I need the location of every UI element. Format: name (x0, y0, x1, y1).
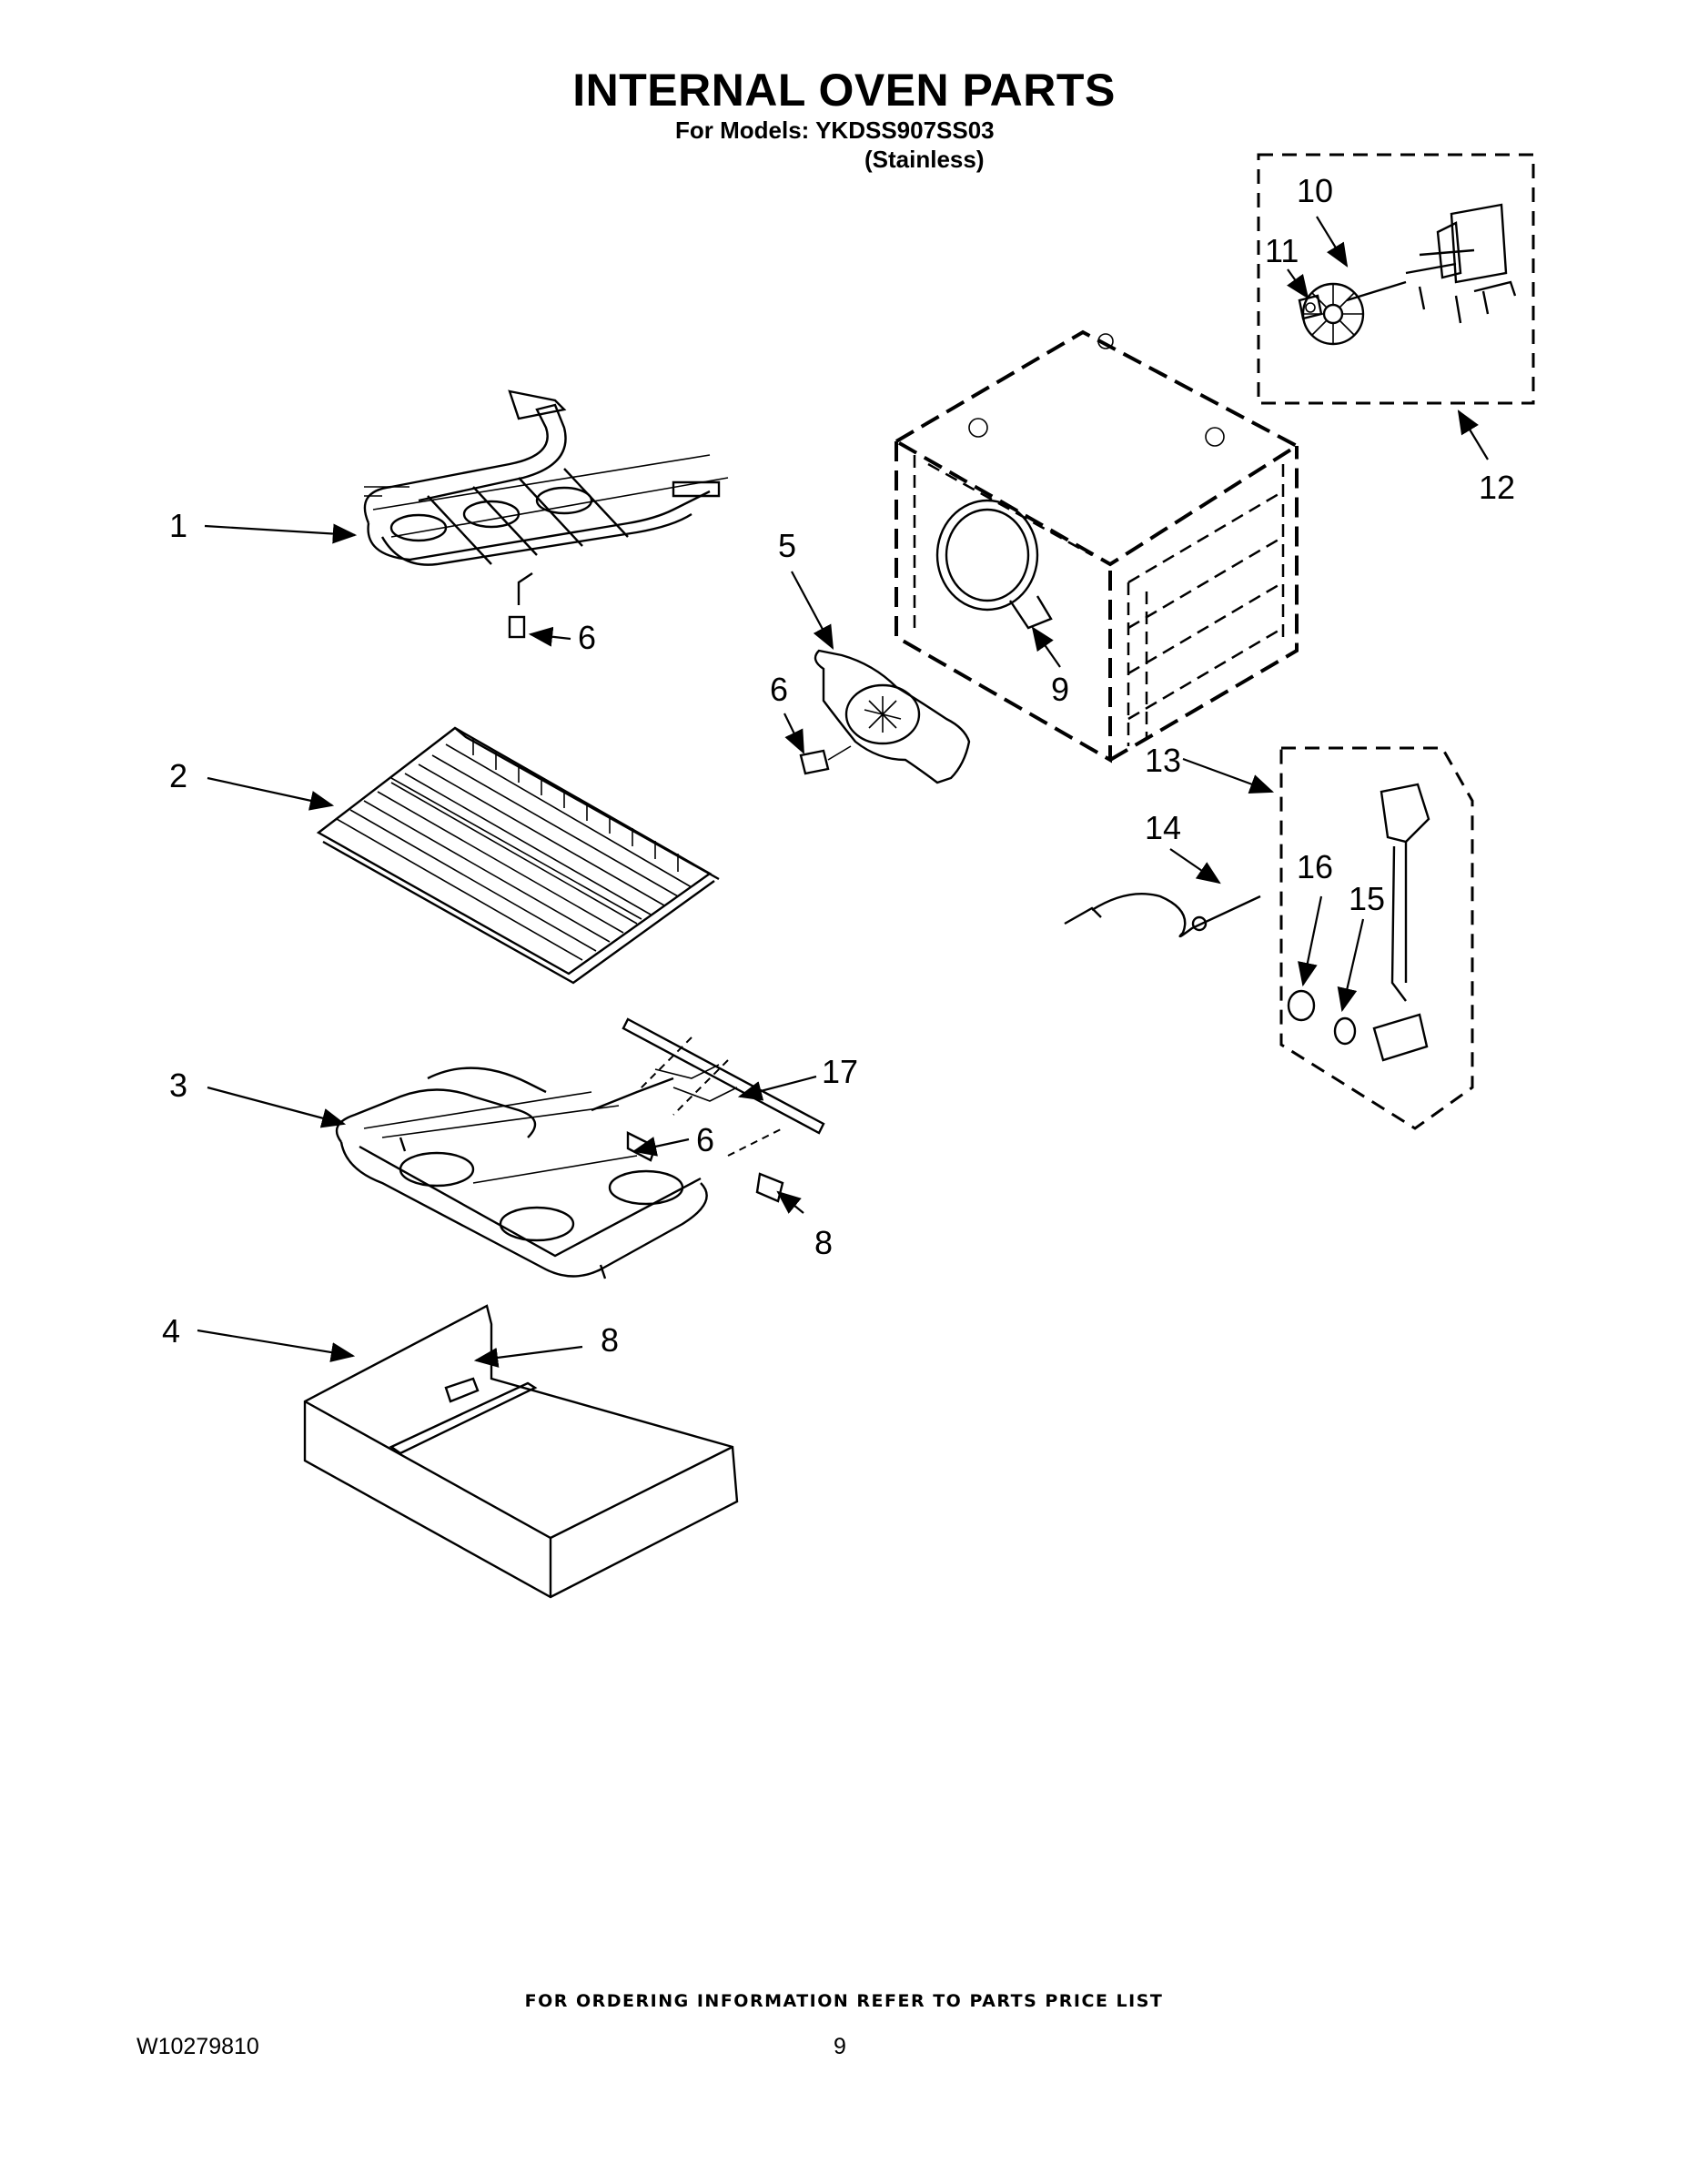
callout-11: 11 (1265, 232, 1299, 269)
callout-2: 2 (169, 757, 187, 794)
callout-4: 4 (162, 1312, 180, 1350)
broil-element-drawing (363, 389, 729, 639)
models-line: For Models: YKDSS907SS03 (675, 116, 995, 144)
leader-lines (197, 216, 1489, 1368)
callout-6-bottom: 6 (696, 1121, 714, 1158)
callout-6-mid: 6 (770, 671, 788, 708)
callout-labels: 1 6 2 3 4 5 6 9 10 11 12 13 14 16 15 17 … (162, 172, 1515, 1359)
callout-6-top: 6 (578, 619, 596, 656)
meat-probe-drawing (1064, 892, 1261, 938)
finish-label: (Stainless) (864, 146, 985, 173)
callout-14: 14 (1145, 809, 1181, 846)
document-number: W10279810 (136, 2034, 259, 2059)
callout-8-right: 8 (814, 1224, 833, 1261)
callout-16: 16 (1297, 848, 1333, 885)
callout-17: 17 (822, 1053, 858, 1090)
oven-bottom-drawing (303, 1304, 739, 1599)
callout-8-bottom: 8 (601, 1321, 619, 1359)
convection-baffle-drawing (799, 649, 971, 784)
latch-assembly-drawing (1279, 746, 1474, 1130)
callout-1: 1 (169, 507, 187, 544)
oven-cavity-drawing (893, 329, 1300, 763)
callout-3: 3 (169, 1067, 187, 1104)
page-title: INTERNAL OVEN PARTS (572, 65, 1116, 116)
oven-rack-drawing (316, 726, 720, 985)
callout-12: 12 (1479, 469, 1515, 506)
bake-element-drawing (335, 1067, 708, 1279)
callout-5: 5 (778, 527, 796, 564)
callout-13: 13 (1145, 742, 1181, 779)
page-number: 9 (834, 2034, 846, 2059)
callout-10: 10 (1297, 172, 1333, 209)
callout-15: 15 (1349, 880, 1385, 917)
callout-9: 9 (1051, 671, 1069, 708)
ordering-note: FOR ORDERING INFORMATION REFER TO PARTS … (524, 1991, 1164, 2011)
convection-fan-drawing (1257, 153, 1535, 405)
element-bracket-drawing (622, 1017, 825, 1203)
